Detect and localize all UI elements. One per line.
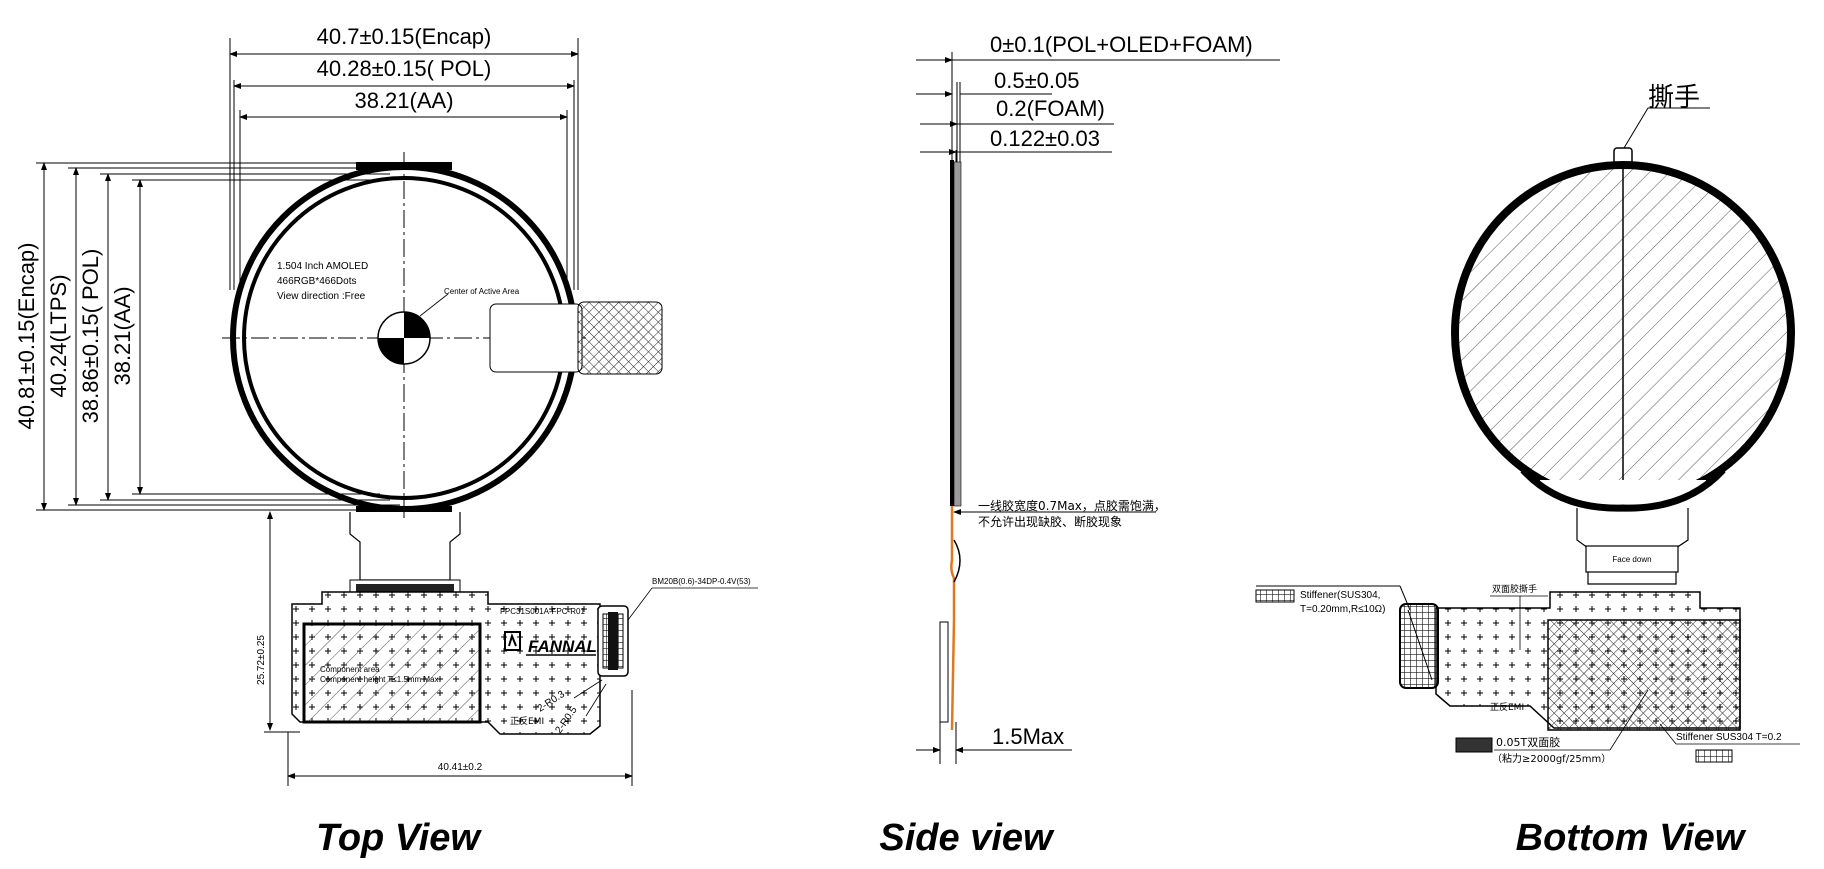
max-thickness-label: 1.5Max	[992, 724, 1064, 749]
center-target	[377, 293, 449, 365]
ltps-height-label: 40.24(LTPS)	[46, 274, 71, 397]
sus304-legend-swatch	[1695, 749, 1733, 763]
panel-size-label: 1.504 Inch AMOLED	[277, 261, 368, 272]
encap-height-label: 40.81±0.15(Encap)	[14, 243, 39, 430]
component-height-label: Component height T≤1.5mm Max	[320, 675, 439, 684]
pol-height-label: 38.86±0.15( POL)	[78, 249, 103, 424]
aa-width-label: 38.21(AA)	[354, 88, 453, 113]
side-extension-lines	[916, 52, 1280, 164]
stiffener-spec-line2: T=0.20mm,R≤10Ω)	[1300, 604, 1386, 615]
stiffener-legend-swatch	[1255, 589, 1295, 603]
fpc-contact-strip	[356, 584, 454, 592]
side-stiffener	[939, 621, 949, 723]
foam-thickness-label: 0.2(FOAM)	[996, 96, 1105, 121]
oled-thickness-label: 0.5±0.05	[994, 68, 1079, 93]
panel-view-direction-label: View direction :Free	[277, 291, 366, 302]
tape-spec-line2: （粘力≥2000gf/25mm）	[1492, 752, 1611, 765]
width-dimensions	[229, 38, 579, 290]
glue-defect-note: 不允许出现缺胶、断胶现象	[978, 514, 1122, 529]
tape-spec-line1: 0.05T双面胶	[1496, 735, 1560, 749]
stack-thickness-label: 0±0.1(POL+OLED+FOAM)	[990, 32, 1253, 57]
foam-layer	[953, 161, 962, 507]
glue-width-note: 一线胶宽度0.7Max，点胶需饱满，	[978, 498, 1166, 513]
emi-label: 正反EMI	[510, 716, 544, 727]
fpc-dimensions	[264, 509, 633, 786]
fpc-code-label: FPC31S001A-FPC-R01	[500, 607, 585, 616]
stiffener-small	[1399, 603, 1439, 689]
pol-layer	[950, 160, 954, 506]
component-area	[302, 622, 482, 724]
stiffener-spec-line1: Stiffener(SUS304,	[1300, 590, 1380, 601]
connector-part-label: BM20B(0.6)-34DP-0.4V(53)	[652, 577, 751, 586]
tape-tab-label: 双面胶撕手	[1492, 583, 1537, 595]
tape-legend-swatch	[1455, 737, 1493, 753]
panel-resolution-label: 466RGB*466Dots	[277, 276, 357, 287]
pol-thickness-label: 0.122±0.03	[990, 126, 1100, 151]
top-view: 40.7±0.15(Encap) 40.28±0.15( POL) 38.21(…	[14, 24, 758, 859]
board-connector	[597, 587, 758, 677]
stiffener-sus304-label: Stiffener SUS304 T=0.2	[1676, 732, 1782, 743]
side-view: 0±0.1(POL+OLED+FOAM) 0.5±0.05 0.2(FOAM) …	[879, 32, 1280, 859]
side-view-caption: Side view	[879, 817, 1055, 859]
fpc-neck	[349, 512, 461, 581]
side-flex-tab	[489, 301, 663, 375]
fannal-logo: FANNAL	[504, 631, 597, 656]
stiffener-large	[1547, 619, 1741, 731]
svg-text:FANNAL: FANNAL	[528, 637, 597, 656]
top-view-caption: Top View	[316, 817, 482, 859]
face-down-label: Face down	[1612, 555, 1651, 564]
encap-width-label: 40.7±0.15(Encap)	[317, 24, 492, 49]
bottom-fpc-neck	[1576, 508, 1689, 585]
component-area-label: Component area	[320, 665, 380, 674]
fpc-width-label: 40.41±0.2	[438, 762, 483, 773]
max-thickness-dimension	[916, 722, 1072, 764]
flex-cable	[950, 506, 956, 731]
height-dimensions	[36, 162, 410, 511]
bottom-view: 撕手 Face down Stiffener(SUS304, T=0.20mm,…	[1255, 83, 1800, 859]
pol-width-label: 40.28±0.15( POL)	[317, 56, 492, 81]
bottom-view-caption: Bottom View	[1516, 817, 1747, 859]
center-of-active-area-label: Center of Active Area	[444, 287, 520, 296]
fpc-height-label: 25.72±0.25	[256, 635, 267, 685]
face-down-marker	[1585, 545, 1679, 573]
back-cover	[1451, 161, 1795, 512]
bottom-emi-label: 正反EMI	[1490, 702, 1524, 713]
aa-height-label: 38.21(AA)	[110, 286, 135, 385]
